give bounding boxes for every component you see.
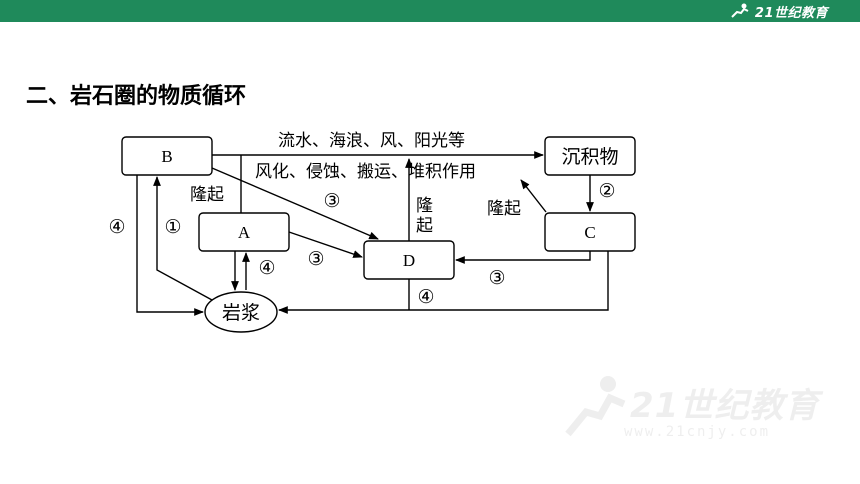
circled-num-1: ① xyxy=(164,216,181,238)
circled-num-3-b-d: ③ xyxy=(323,190,340,212)
node-magma-ellipse xyxy=(204,291,278,333)
logo-text: 21世纪教育 xyxy=(754,5,828,21)
arrow-b-to-d xyxy=(211,167,379,240)
arrow-c-uplift-to-sediment xyxy=(520,179,547,213)
label-processes: 风化、侵蚀、搬运、堆积作用 xyxy=(255,162,476,182)
arrow-c-to-magma xyxy=(278,251,609,314)
arrow-b-to-magma xyxy=(136,175,204,316)
label-uplift-a: 隆起 xyxy=(190,185,224,205)
label-agents: 流水、海浪、风、阳光等 xyxy=(278,131,465,151)
circled-num-3-a-d: ③ xyxy=(307,248,324,270)
top-banner: 21世纪教育 xyxy=(0,0,860,22)
site-logo[interactable]: 21世纪教育 xyxy=(729,2,828,21)
arrow-c-to-d xyxy=(455,251,591,264)
circled-num-2: ② xyxy=(598,180,615,202)
circled-num-4-a-magma: ④ xyxy=(258,257,275,279)
node-b-box xyxy=(121,136,213,176)
node-a-label: A xyxy=(238,223,251,242)
runner-logo-icon xyxy=(731,3,749,18)
circled-num-4-b-magma: ④ xyxy=(108,216,125,238)
node-magma-label: 岩浆 xyxy=(222,302,260,324)
label-uplift-d: 隆 起 xyxy=(416,196,438,236)
circled-num-4-bottom: ④ xyxy=(417,286,434,308)
page-title: 二、岩石圈的物质循环 xyxy=(26,84,247,109)
label-uplift-c: 隆起 xyxy=(487,199,521,219)
circled-num-3-c-d: ③ xyxy=(488,267,505,289)
label-uplift-d-char1: 隆 xyxy=(416,196,433,216)
arrow-a-to-d xyxy=(288,231,363,258)
arrow-magma-to-b xyxy=(153,176,213,301)
label-uplift-d-char2: 起 xyxy=(416,216,433,236)
node-sediment-label: 沉积物 xyxy=(561,146,618,168)
node-d-label: D xyxy=(403,251,415,270)
node-b-label: B xyxy=(161,147,172,166)
node-c-label: C xyxy=(584,223,595,242)
